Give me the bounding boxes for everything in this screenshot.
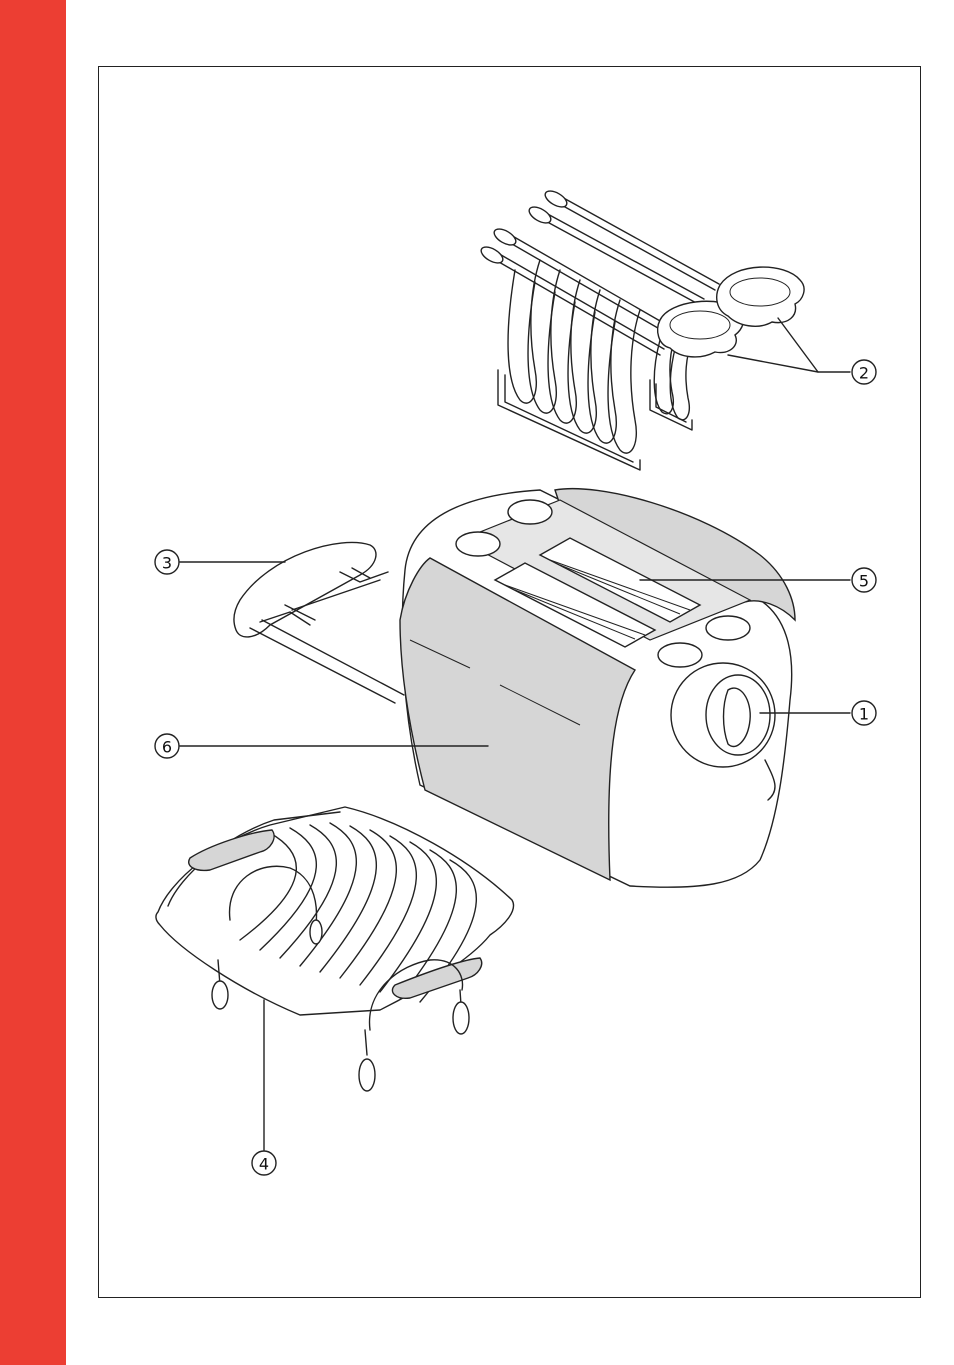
bun-warming-rack-drawing (156, 807, 514, 1091)
callout-4-label: 4 (259, 1155, 269, 1174)
callout-2: 2 (852, 360, 876, 384)
callout-6: 6 (155, 734, 179, 758)
callout-3: 3 (155, 550, 179, 574)
callout-5-label: 5 (859, 572, 869, 591)
callout-3-label: 3 (162, 554, 172, 573)
toaster-body-drawing (400, 489, 795, 888)
callout-5: 5 (852, 568, 876, 592)
callout-4: 4 (252, 1151, 276, 1175)
crumb-tray-drawing (234, 542, 404, 703)
callout-2-label: 2 (859, 364, 869, 383)
sandwich-tongs-drawing (479, 188, 804, 470)
callout-1: 1 (852, 701, 876, 725)
callout-1-label: 1 (859, 705, 869, 724)
callout-6-label: 6 (162, 738, 172, 757)
